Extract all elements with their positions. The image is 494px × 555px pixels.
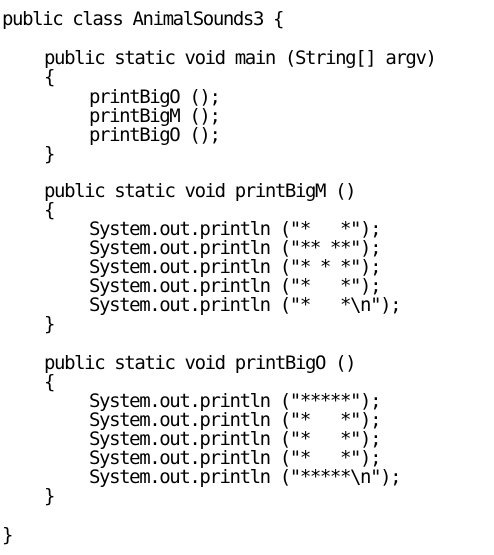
printbigo-open-brace: {: [44, 371, 55, 393]
printbigm-code-line: System.out.println ("** **");: [89, 237, 382, 259]
class-declaration: public class AnimalSounds3 {: [2, 8, 284, 30]
main-call-line: printBigM ();: [89, 105, 221, 127]
printbigo-code-line: System.out.println ("*****");: [89, 390, 382, 412]
printbigm-code-line: System.out.println ("* * *");: [89, 256, 382, 278]
printbigo-code-line: System.out.println ("*****\n");: [89, 466, 402, 488]
printbigm-code-line: System.out.println ("* *\n");: [89, 294, 402, 316]
class-close-brace: }: [2, 524, 13, 546]
printbigo-declaration: public static void printBigO (): [44, 352, 357, 374]
printbigm-code-line: System.out.println ("* *");: [89, 218, 382, 240]
printbigo-code-line: System.out.println ("* *");: [89, 428, 382, 450]
main-call-line: printBigO ();: [89, 124, 221, 146]
main-close-brace: }: [44, 143, 55, 165]
printbigo-code-line: System.out.println ("* *");: [89, 447, 382, 469]
printbigm-open-brace: {: [44, 199, 55, 221]
main-call-line: printBigO ();: [89, 86, 221, 108]
printbigm-code-line: System.out.println ("* *");: [89, 275, 382, 297]
printbigo-code-line: System.out.println ("* *");: [89, 409, 382, 431]
main-method-declaration: public static void main (String[] argv): [44, 47, 437, 69]
main-open-brace: {: [44, 66, 55, 88]
printbigo-close-brace: }: [44, 485, 55, 507]
printbigm-declaration: public static void printBigM (): [44, 180, 357, 202]
printbigm-close-brace: }: [44, 313, 55, 335]
